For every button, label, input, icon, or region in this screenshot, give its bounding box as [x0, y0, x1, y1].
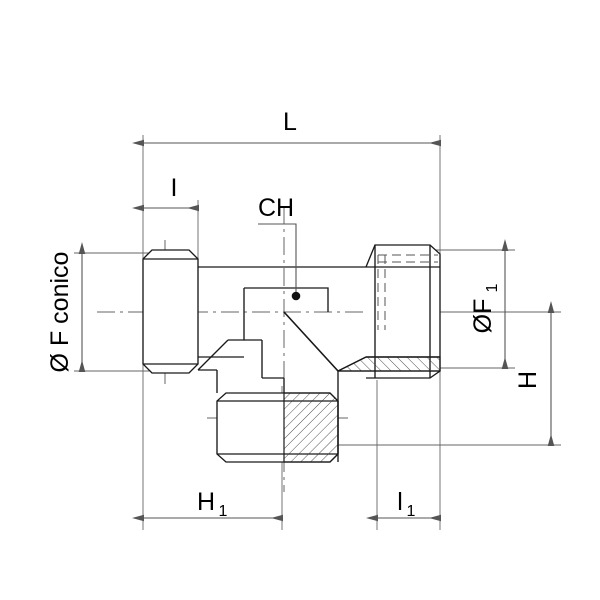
- dimension-label-H: H: [514, 371, 542, 389]
- hatch-branch-wall: [284, 393, 338, 462]
- dimension-label-CH: CH: [258, 194, 294, 222]
- dimension-label-l1: l: [397, 488, 403, 516]
- leader-dot-icon: [291, 291, 301, 301]
- dimension-label-H1: H: [197, 488, 215, 516]
- hex-wrench-block: [228, 287, 329, 379]
- dimension-H: H: [514, 301, 555, 446]
- leader-line-CH: [258, 223, 297, 296]
- dimension-I: I: [132, 174, 199, 212]
- dimension-label-l1-subscript: 1: [407, 503, 416, 520]
- dimension-L: L: [132, 108, 441, 147]
- middle-cylindrical-body: [198, 266, 366, 358]
- dimension-CH: CH: [258, 194, 301, 301]
- dimension-label-F1: ØF: [469, 299, 497, 334]
- dimension-H1: H 1: [132, 488, 283, 522]
- left-conical-female-nut: [142, 249, 199, 374]
- hidden-lines: [377, 254, 438, 330]
- dimension-l1: l 1: [366, 488, 441, 522]
- dimension-label-F1-subscript: 1: [484, 283, 501, 292]
- hex-left-chamfer: [197, 339, 229, 393]
- dimension-label-H1-subscript: 1: [219, 503, 228, 520]
- dimension-label-F-conico: Ø F conico: [46, 252, 74, 373]
- dimension-F-conico: Ø F conico: [46, 242, 86, 373]
- dimension-label-I: I: [171, 174, 178, 202]
- dimension-label-L: L: [283, 108, 297, 136]
- outline-overstroke: [283, 311, 440, 462]
- hatch-horizontal-wall: [338, 357, 440, 371]
- dimension-F1: ØF 1: [469, 239, 509, 369]
